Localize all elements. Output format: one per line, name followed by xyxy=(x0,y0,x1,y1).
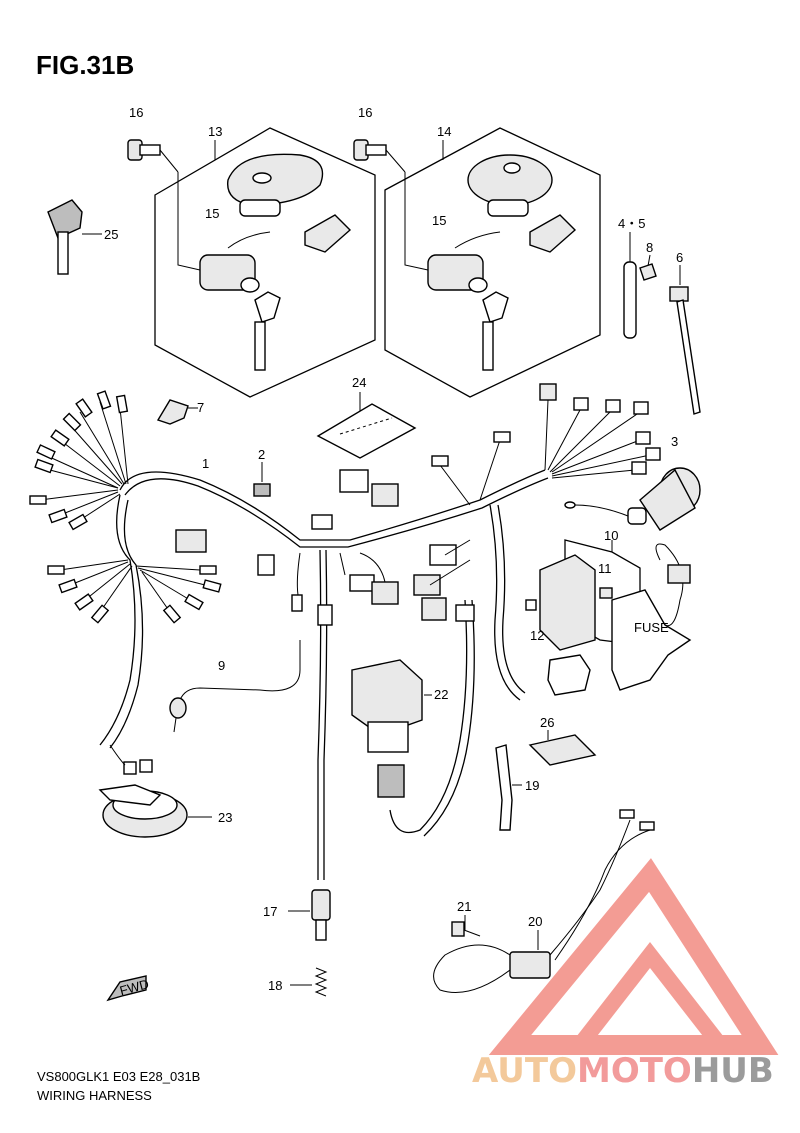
relay-22 xyxy=(351,659,432,798)
callout-1: 1 xyxy=(202,456,209,471)
callout-24: 24 xyxy=(352,375,366,390)
callout-20: 20 xyxy=(528,914,542,929)
callout-2: 2 xyxy=(258,447,265,462)
forward-arrow: FWD xyxy=(106,975,150,1002)
callout-12: 12 xyxy=(530,628,544,643)
callout-18: 18 xyxy=(268,978,282,993)
spring-18 xyxy=(290,967,328,997)
forward-label: FWD xyxy=(118,976,150,998)
fuse-box-10: FUSE xyxy=(525,539,692,696)
figure-title: FIG.31B xyxy=(36,50,134,80)
connector-bundle-left-top xyxy=(29,390,129,531)
callout-25: 25 xyxy=(104,227,118,242)
switch-17 xyxy=(288,889,331,941)
connector-bundle-left-mid xyxy=(47,559,222,624)
watermark-text-auto: AUTO xyxy=(472,1051,577,1091)
ignition-kit-box-14 xyxy=(384,127,601,398)
svg-text:AUTOMOTOHUB: AUTOMOTOHUB xyxy=(472,1051,774,1091)
connector-bundle-center xyxy=(175,469,475,626)
ignition-cover-13 xyxy=(226,153,352,253)
callout-26: 26 xyxy=(540,715,554,730)
callout-4-5: 4・5 xyxy=(618,216,645,231)
callout-3: 3 xyxy=(671,434,678,449)
band-6 xyxy=(669,265,701,415)
connector-bundle-right-top xyxy=(431,383,661,506)
condenser-3 xyxy=(564,467,701,531)
callout-13: 13 xyxy=(208,124,222,139)
watermark-text-hub: HUB xyxy=(692,1051,774,1091)
bolt-21 xyxy=(451,915,481,937)
footer-code: VS800GLK1 E03 E28_031B xyxy=(37,1069,200,1084)
side-stand-switch-20 xyxy=(433,809,655,993)
ignition-switch-15-left xyxy=(177,172,281,371)
callout-22: 22 xyxy=(434,687,448,702)
callout-16b: 16 xyxy=(358,105,372,120)
callout-16a: 16 xyxy=(129,105,143,120)
callout-23: 23 xyxy=(218,810,232,825)
horn-23 xyxy=(98,744,212,838)
callout-labels: 16 13 16 14 25 15 15 4・5 8 6 7 24 3 1 2 … xyxy=(104,105,683,993)
ignition-cover-14 xyxy=(467,154,577,253)
callout-10: 10 xyxy=(604,528,618,543)
key-25 xyxy=(47,199,102,275)
bracket-4-5 xyxy=(623,232,637,339)
diode-2 xyxy=(253,462,271,497)
callout-19: 19 xyxy=(525,778,539,793)
bracket-19 xyxy=(495,744,522,831)
svg-text:FUSE: FUSE xyxy=(634,620,669,635)
ground-wire-9 xyxy=(169,640,301,733)
bolt-16-left xyxy=(127,139,179,173)
automotohub-logo: AUTOMOTOHUB xyxy=(472,858,779,1091)
main-harness-1 xyxy=(29,383,661,880)
ignition-kit-box-13 xyxy=(154,127,376,398)
callout-21: 21 xyxy=(457,899,471,914)
callout-7: 7 xyxy=(197,400,204,415)
nut-8 xyxy=(639,254,657,281)
pad-26 xyxy=(528,730,597,766)
callout-14: 14 xyxy=(437,124,451,139)
bolt-16-right xyxy=(353,139,406,173)
callout-15b: 15 xyxy=(432,213,446,228)
callout-6: 6 xyxy=(676,250,683,265)
footer-name: WIRING HARNESS xyxy=(37,1088,152,1103)
callout-9: 9 xyxy=(218,658,225,673)
ignition-switch-15-right xyxy=(404,172,509,371)
callout-11: 11 xyxy=(598,561,612,576)
clamp-7 xyxy=(156,399,198,425)
callout-17: 17 xyxy=(263,904,277,919)
callout-15a: 15 xyxy=(205,206,219,221)
label-sheet-24 xyxy=(316,392,417,459)
watermark-text-moto: MOTO xyxy=(577,1051,692,1091)
callout-8: 8 xyxy=(646,240,653,255)
